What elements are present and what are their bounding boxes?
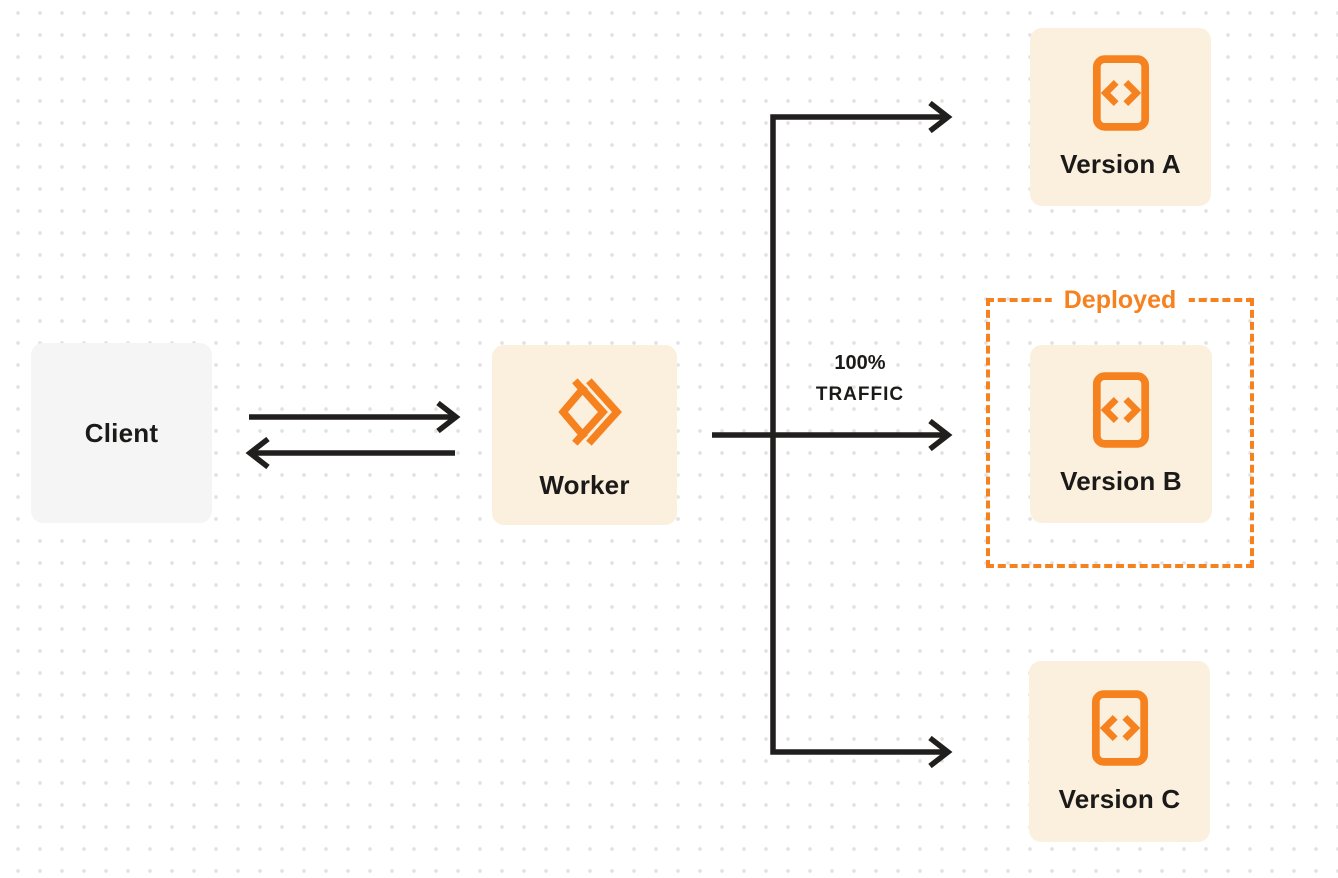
code-file-icon (1092, 54, 1150, 132)
version-a-node: Version A (1030, 28, 1211, 206)
client-node: Client (31, 343, 212, 523)
code-file-icon (1092, 371, 1150, 449)
deployed-outline: Deployed (986, 285, 1254, 568)
traffic-annotation: 100% TRAFFIC (768, 350, 952, 408)
traffic-percent: 100% (834, 352, 886, 374)
cloudflare-workers-icon (546, 370, 624, 454)
worker-version-b-arrow (712, 418, 953, 452)
version-a-label: Version A (1060, 149, 1181, 179)
version-c-label: Version C (1058, 783, 1181, 814)
worker-node: Worker (492, 345, 677, 525)
deployed-label: Deployed (1051, 285, 1189, 315)
traffic-word: TRAFFIC (815, 384, 905, 405)
branch-line (770, 114, 945, 755)
worker-client-response-arrow (245, 436, 455, 470)
client-worker-request-arrow (249, 400, 461, 434)
version-b-node: Version B (1030, 345, 1212, 523)
code-file-icon (1091, 689, 1149, 767)
version-c-node: Version C (1029, 661, 1210, 842)
worker-label: Worker (539, 469, 630, 500)
version-b-label: Version B (1060, 466, 1182, 496)
client-label: Client (84, 417, 159, 448)
branch-version-a-arrowhead (928, 100, 953, 134)
branch-version-c-arrowhead (928, 735, 953, 769)
